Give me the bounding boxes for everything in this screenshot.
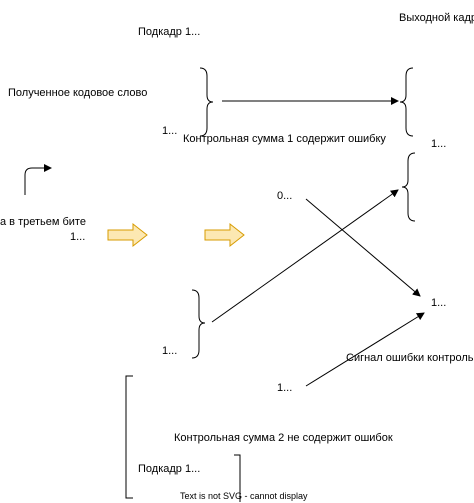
brace-output-middle: [401, 152, 416, 222]
label-one-f: 1...: [277, 382, 293, 394]
label-one-b: 1...: [431, 138, 447, 150]
label-checksum2-ok: Контрольная сумма 2 не содержит ошибок: [174, 432, 393, 444]
label-checksum1-error: Контрольная сумма 1 содержит ошибку: [183, 133, 386, 145]
block-arrow-left: [107, 222, 148, 248]
hook-arrow: [24, 164, 52, 195]
bracket-bottom-small: [234, 454, 241, 502]
label-subframe-bottom: Подкадр 1...: [138, 463, 201, 475]
label-third-bit: а в третьем бите: [0, 216, 86, 228]
brace-output-top: [399, 67, 414, 137]
brace-subframe-lower: [191, 289, 206, 359]
label-output-frame: Выходной кадр: [399, 12, 474, 24]
label-received-codeword: Полученное кодовое слово: [8, 87, 148, 99]
bracket-bottom-large: [125, 375, 133, 499]
label-one-c: 1...: [70, 231, 86, 243]
label-svg-warning: Text is not SVG - cannot display: [180, 491, 308, 501]
label-error-signal: Сигнал ошибки контроль: [346, 352, 474, 364]
label-one-e: 1...: [162, 345, 178, 357]
block-arrow-right: [204, 222, 245, 248]
label-subframe-top: Подкадр 1...: [138, 26, 201, 38]
arrow-zero-to-error: [305, 198, 421, 297]
label-zero: 0...: [277, 190, 293, 202]
brace-subframe-top: [199, 67, 214, 137]
label-one-a: 1...: [162, 125, 178, 137]
label-one-d: 1...: [431, 297, 447, 309]
arrow-lower-to-middle: [211, 189, 399, 323]
arrow-bottom-to-error: [305, 312, 425, 387]
